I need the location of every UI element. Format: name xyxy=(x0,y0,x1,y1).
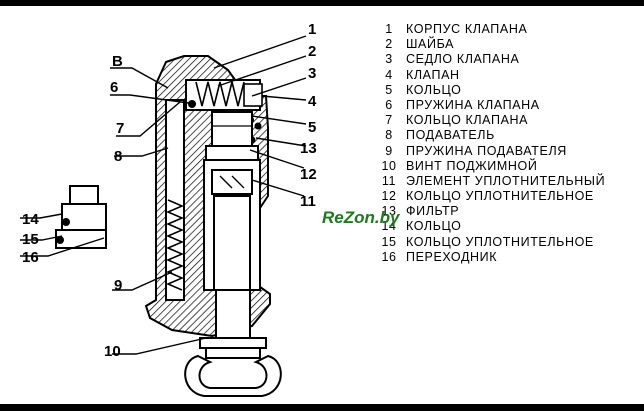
legend-text: ВИНТ ПОДЖИМНОЙ xyxy=(406,158,538,173)
callout-3: 3 xyxy=(308,65,316,82)
callout-15: 15 xyxy=(22,231,39,248)
legend-number: 1 xyxy=(385,22,393,36)
legend-item: 1 КОРПУС КЛАПАНА xyxy=(372,22,605,37)
feeder-spring xyxy=(165,199,185,291)
legend-text: КОЛЬЦО xyxy=(406,82,462,97)
legend-item: 16 ПЕРЕХОДНИК xyxy=(372,250,605,265)
legend-item: 4 КЛАПАН xyxy=(372,68,605,83)
legend-number: 3 xyxy=(385,52,393,67)
legend-number: 7 xyxy=(385,113,393,128)
legend-number: 2 xyxy=(385,37,393,52)
legend-text: СЕДЛО КЛАПАНА xyxy=(406,52,520,67)
legend-item: 5 КОЛЬЦО xyxy=(372,83,605,98)
legend-text: ПОДАВАТЕЛЬ xyxy=(406,128,495,143)
legend-item: 13 ФИЛЬТР xyxy=(372,204,605,219)
callout-7: 7 xyxy=(116,120,124,137)
legend-item: 15 КОЛЬЦО УПЛОТНИТЕЛЬНОЕ xyxy=(372,235,605,250)
callout-4: 4 xyxy=(308,93,317,110)
legend-number: 10 xyxy=(381,158,397,173)
callout-16: 16 xyxy=(22,249,39,266)
parts-legend: 1 КОРПУС КЛАПАНА 2 ШАЙБА 3 СЕДЛО КЛАПАНА 4 КЛАП… xyxy=(372,22,605,265)
legend-number: 12 xyxy=(381,189,397,204)
legend-text: КОЛЬЦО КЛАПАНА xyxy=(406,113,529,128)
legend-text: КЛАПАН xyxy=(406,67,460,82)
legend-text: ПЕРЕХОДНИК xyxy=(406,249,498,264)
callout-11: 11 xyxy=(300,193,316,210)
legend-text: КОЛЬЦО УПЛОТНИТЕЛЬНОЕ xyxy=(406,234,594,249)
legend-number: 6 xyxy=(385,97,393,112)
legend-item: 9 ПРУЖИНА ПОДАВАТЕЛЯ xyxy=(372,144,605,159)
legend-number: 8 xyxy=(385,128,393,143)
legend-number: 9 xyxy=(385,143,393,158)
callout-13: 13 xyxy=(300,140,317,157)
callout-9: 9 xyxy=(114,277,122,294)
callout-12: 12 xyxy=(300,166,317,183)
legend-number: 14 xyxy=(381,219,397,234)
legend-item: 3 СЕДЛО КЛАПАНА xyxy=(372,52,605,67)
callout-v: В xyxy=(112,53,123,70)
legend-item: 11 ЭЛЕМЕНТ УПЛОТНИТЕЛЬНЫЙ xyxy=(372,174,605,189)
legend-item: 6 ПРУЖИНА КЛАПАНА xyxy=(372,98,605,113)
legend-item: 10 ВИНТ ПОДЖИМНОЙ xyxy=(372,159,605,174)
callout-14: 14 xyxy=(22,211,39,228)
top-border xyxy=(0,0,644,6)
bottom-border xyxy=(0,404,644,411)
callout-2: 2 xyxy=(308,43,316,60)
callout-5: 5 xyxy=(308,119,316,136)
adapter-detail xyxy=(55,185,107,249)
legend-text: ПРУЖИНА ПОДАВАТЕЛЯ xyxy=(406,143,567,158)
legend-item: 2 ШАЙБА xyxy=(372,37,605,52)
legend-number: 4 xyxy=(385,67,393,82)
watermark-logo: ReZon.by xyxy=(322,208,400,227)
legend-text: ФИЛЬТР xyxy=(406,204,460,219)
legend-text: КОЛЬЦО xyxy=(406,219,462,234)
legend-text: КОРПУС КЛАПАНА xyxy=(406,22,528,36)
callout-labels: 1 2 3 4 5 6 7 8 9 10 11 12 13 14 15 16 В xyxy=(22,21,317,360)
sealing-element xyxy=(211,169,253,291)
callout-10: 10 xyxy=(104,343,121,360)
legend-item: 12 КОЛЬЦО УПЛОТНИТЕЛЬНОЕ xyxy=(372,189,605,204)
legend-text: ШАЙБА xyxy=(406,37,455,52)
callout-6: 6 xyxy=(110,79,118,96)
legend-text: ЭЛЕМЕНТ УПЛОТНИТЕЛЬНЫЙ xyxy=(406,173,606,188)
feeder xyxy=(205,111,259,161)
legend-item: 8 ПОДАВАТЕЛЬ xyxy=(372,128,605,143)
legend-number: 15 xyxy=(381,234,397,249)
legend-number: 5 xyxy=(385,82,393,97)
leader-lines xyxy=(20,35,307,355)
legend-item: 7 КОЛЬЦО КЛАПАНА xyxy=(372,113,605,128)
legend-item: 14 КОЛЬЦО xyxy=(372,219,605,234)
callout-8: 8 xyxy=(114,148,122,165)
legend-text: КОЛЬЦО УПЛОТНИТЕЛЬНОЕ xyxy=(406,189,594,204)
callout-1: 1 xyxy=(308,21,316,38)
legend-number: 16 xyxy=(381,249,397,264)
legend-number: 11 xyxy=(381,173,397,188)
clamp-screw xyxy=(184,289,282,397)
legend-text: ПРУЖИНА КЛАПАНА xyxy=(406,97,540,112)
legend-number: 13 xyxy=(381,204,397,219)
